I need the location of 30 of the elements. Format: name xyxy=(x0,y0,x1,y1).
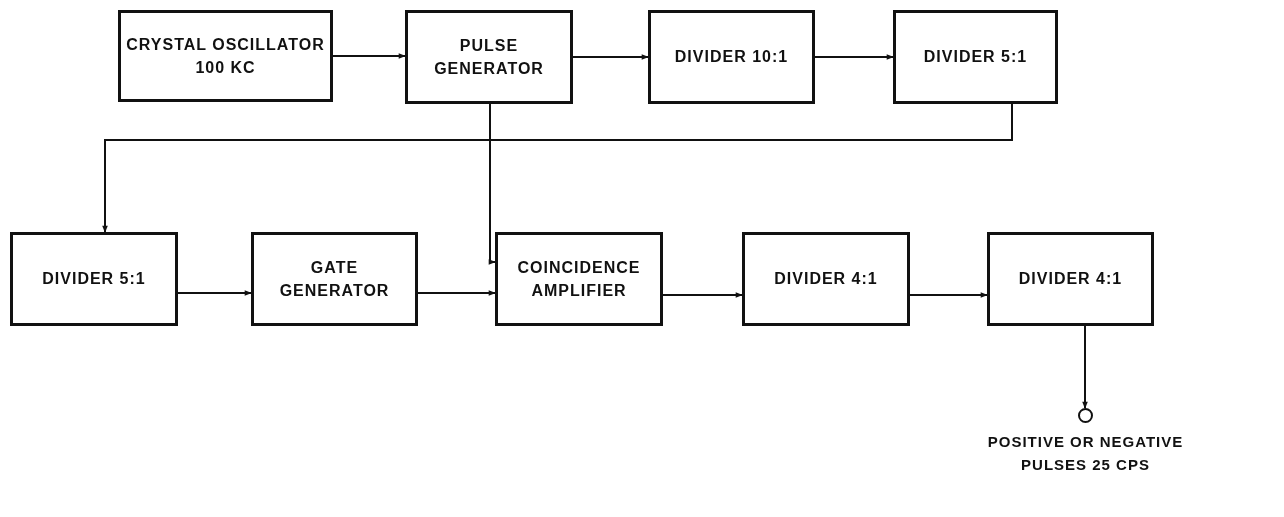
block-label: DIVIDER 5:1 xyxy=(923,47,1028,68)
block-box xyxy=(10,232,178,326)
arrow xyxy=(662,292,743,298)
output-label: POSITIVE OR NEGATIVE PULSES 25 CPS xyxy=(986,432,1185,475)
block-box xyxy=(405,10,573,104)
block-box xyxy=(251,232,418,326)
block-box xyxy=(495,232,663,326)
arrow xyxy=(814,54,894,60)
arrow xyxy=(909,292,988,298)
terminal-circle xyxy=(1078,408,1093,423)
block-label: CRYSTAL OSCILLATOR 100 KC xyxy=(125,34,326,78)
block-box xyxy=(742,232,910,326)
block-label: DIVIDER 10:1 xyxy=(674,47,789,68)
arrow xyxy=(1082,325,1088,409)
block-label: DIVIDER 4:1 xyxy=(774,269,878,290)
block-box xyxy=(987,232,1154,326)
arrow xyxy=(332,53,406,59)
block-box xyxy=(893,10,1058,104)
block-box xyxy=(118,10,333,102)
block-label: DIVIDER 5:1 xyxy=(42,269,146,290)
block-label: PULSE GENERATOR xyxy=(433,35,545,79)
arrow xyxy=(102,103,1013,233)
arrow xyxy=(177,290,252,296)
arrow xyxy=(488,103,496,265)
block-label: COINCIDENCE AMPLIFIER xyxy=(516,257,642,301)
block-label: GATE GENERATOR xyxy=(278,257,391,301)
block-label: DIVIDER 4:1 xyxy=(1018,269,1123,290)
block-box xyxy=(648,10,815,104)
arrow xyxy=(572,54,649,60)
arrow xyxy=(417,290,496,296)
